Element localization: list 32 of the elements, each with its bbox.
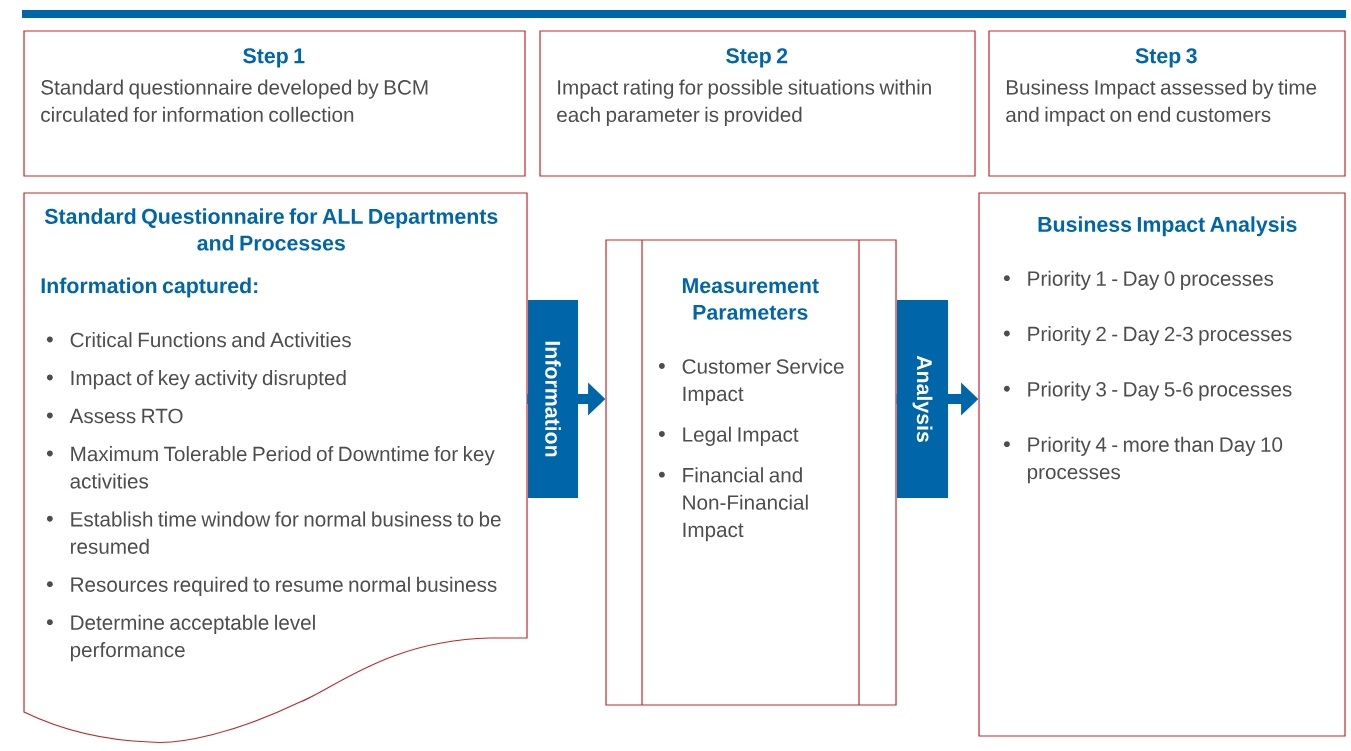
bullet-item: Legal Impact: [658, 426, 799, 446]
heading: Step 2: [726, 48, 788, 68]
heading: Measurement Parameters: [682, 278, 819, 320]
bullet-item: Priority 3 - Day 5-6 processes: [1003, 381, 1292, 401]
document-shape: [23, 192, 528, 744]
edge-label: Analysis: [897, 300, 948, 498]
step-box: [23, 30, 526, 177]
bullet-item: Resources required to resume normal business: [46, 576, 497, 596]
step-description: Business Impact assessed by time and impact on end customers: [1006, 79, 1317, 127]
bullet-item: Maximum Tolerable Period of Downtime for key activities: [46, 446, 495, 489]
bullet-item: Assess RTO: [46, 408, 183, 424]
edge-label: Information: [528, 300, 578, 498]
bullet-item: Priority 1 - Day 0 processes: [1003, 270, 1274, 290]
bullet-item: Determine acceptable level performance: [46, 614, 315, 662]
heading: Step 3: [1135, 48, 1197, 68]
bullet-item: Priority 2 - Day 2-3 processes: [1003, 326, 1292, 346]
bullet-item: Financial and Non-Financial Impact: [658, 467, 808, 542]
heading: Step 1: [243, 48, 305, 68]
process-box: [605, 239, 897, 706]
list-box: [978, 192, 1346, 737]
step-box: [988, 30, 1346, 177]
bullet-item: Critical Functions and Activities: [46, 332, 351, 348]
heading: Information captured:: [41, 277, 258, 298]
heading: Standard Questionnaire for ALL Departments and Processes: [44, 208, 498, 251]
bullet-item: Priority 4 - more than Day 10 processes: [1003, 436, 1283, 484]
step-description: Impact rating for possible situations within each parameter is provided: [557, 79, 931, 127]
bullet-item: Establish time window for normal business to be resumed: [46, 511, 501, 554]
bullet-item: Customer Service Impact: [658, 358, 844, 406]
bullet-item: Impact of key activity disrupted: [46, 370, 346, 390]
step-description: Standard questionnaire developed by BCM circulated for information collection: [41, 79, 428, 123]
heading: Business Impact Analysis: [1038, 216, 1297, 237]
step-box: [539, 30, 976, 177]
